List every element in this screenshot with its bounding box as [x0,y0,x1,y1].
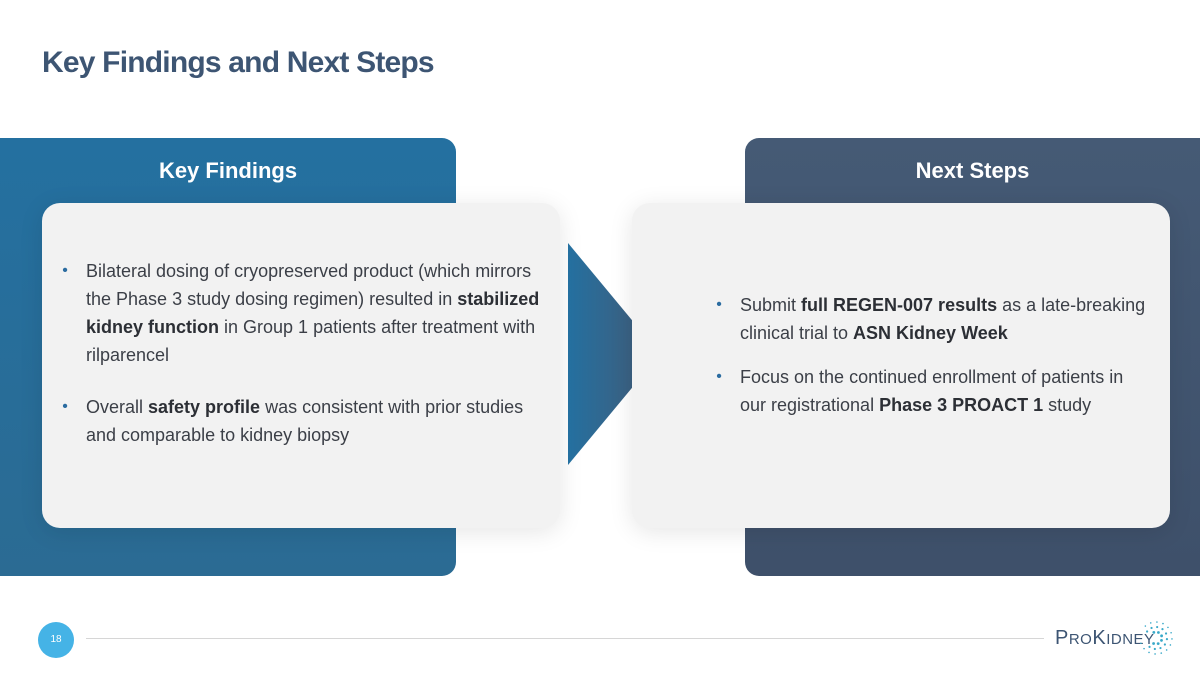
bullet-icon: • [62,262,68,279]
logo-dot [1156,642,1160,645]
next-steps-list: • Submit full REGEN-007 results as a late… [712,291,1150,435]
key-findings-card: • Bilateral dosing of cryopreserved produ… [42,203,560,528]
logo-dot [1152,642,1155,645]
bullet-text: study [1043,395,1092,415]
logo-dot [1150,626,1153,630]
bullet-text: as a late-breaking clinical trial to [740,295,1146,343]
logo-dot [1160,652,1163,654]
bullet-icon: • [62,398,68,415]
starburst-dots-icon [1140,621,1173,655]
logo-dot [1144,625,1147,627]
logo-dot [1143,647,1145,650]
footer-divider [86,638,1044,639]
next-steps-heading: Next Steps [915,158,1030,183]
logo-dot [1159,646,1162,650]
logo-dot [1156,625,1159,629]
bullet-emphasis: stabilized kidney function [86,289,540,337]
bullet-emphasis: Phase 3 PROACT 1 [879,395,1044,415]
bullet-icon: • [716,368,722,385]
bullet-emphasis: full REGEN-007 results [801,295,998,315]
logo-dot [1154,653,1156,655]
bullet-item: • Bilateral dosing of cryopreserved produ… [58,257,542,369]
logo-dot [1153,647,1156,651]
bullet-emphasis: ASN Kidney Week [853,323,1008,343]
logo-dot [1156,621,1158,623]
slide-title: Key Findings and Next Steps [42,46,435,79]
bullet-emphasis: safety profile [148,397,261,417]
prokidney-logo: PROKIDNEY [1055,618,1173,658]
logo-dot [1163,643,1166,646]
page-number-badge: 18 [38,622,74,658]
logo-dot [1160,639,1163,642]
bullet-text: Bilateral dosing of cryopreserved produc… [86,261,532,309]
logo-dot [1148,651,1150,654]
next-steps-card: • Submit full REGEN-007 results as a late… [632,203,1170,528]
bullet-text: Focus on the continued enrollment of pat… [740,367,1124,415]
logo-wordmark: PROKIDNEY [1055,627,1155,649]
logo-dot [1165,638,1169,641]
logo-dot [1165,649,1168,651]
bullet-item: • Focus on the continued enrollment of pa… [712,363,1150,419]
bullet-text: in Group 1 patients after treatment with… [86,317,536,365]
logo-dot [1152,631,1156,634]
logo-dot [1148,645,1151,648]
bullet-text: was consistent with prior studies and co… [86,397,524,445]
bullet-text: Overall [86,397,149,417]
logo-dot [1171,638,1173,640]
arrow-icon [568,243,660,465]
bullet-item: • Overall safety profile was consistent w… [58,393,542,449]
logo-dot [1170,631,1172,634]
logo-dot [1157,631,1160,634]
bullet-icon: • [716,296,722,313]
key-findings-list: • Bilateral dosing of cryopreserved produ… [58,257,542,473]
logo-dot [1149,622,1152,624]
logo-dot [1160,634,1163,638]
logo-dot [1140,642,1142,645]
bullet-item: • Submit full REGEN-007 results as a late… [712,291,1150,347]
logo-dot [1146,630,1149,633]
key-findings-heading: Key Findings [158,158,298,183]
logo-dot [1162,622,1164,625]
logo-dot [1167,626,1169,629]
logo-dot [1169,644,1172,646]
logo-dot [1164,632,1168,635]
bullet-text: Submit [740,295,802,315]
logo-dot [1161,628,1164,631]
